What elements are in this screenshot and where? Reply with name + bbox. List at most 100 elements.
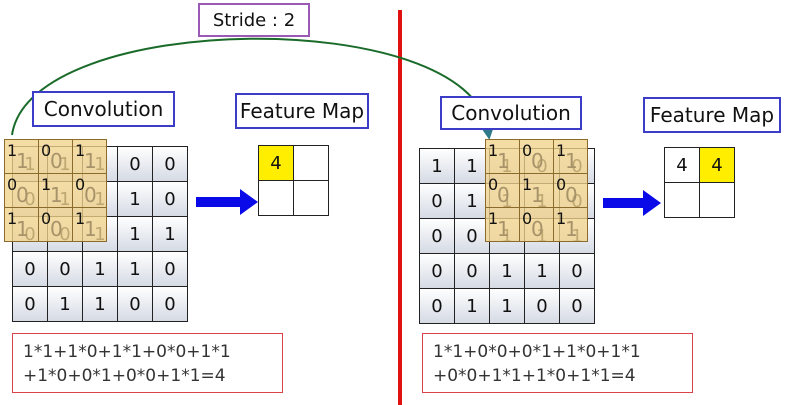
feature-map-cell: [294, 181, 329, 216]
right-equation-box: 1*1+0*0+0*1+1*0+1*1 +0*0+1*1+1*0+1*1=4: [422, 333, 693, 393]
input-cell: 1: [455, 184, 490, 219]
feature-map-cell: 4: [259, 146, 294, 181]
input-cell: 0: [560, 289, 595, 324]
kernel-input-value: 0: [556, 175, 567, 194]
kernel-weight-value: 1: [16, 217, 29, 241]
left-equation-line-1: 1*1+1*0+1*1+0*0+1*1: [23, 342, 231, 362]
kernel-input-value: 1: [556, 141, 567, 160]
input-cell: 0: [118, 147, 153, 182]
input-cell: 1: [48, 287, 83, 322]
stride-label: Stride : 2: [198, 3, 310, 37]
input-cell: 1: [118, 252, 153, 287]
kernel-weight-value: 1: [84, 217, 97, 241]
input-cell: 0: [153, 147, 188, 182]
kernel-weight-value: 0: [50, 149, 63, 173]
feature-map-cell: 4: [700, 148, 735, 183]
feature-map-cell: [665, 183, 700, 218]
kernel-input-value: 0: [7, 175, 18, 194]
input-cell: 0: [455, 219, 490, 254]
kernel-weight-value: 1: [497, 217, 510, 241]
input-cell: 0: [420, 184, 455, 219]
input-cell: 0: [525, 289, 560, 324]
input-cell: 0: [420, 219, 455, 254]
input-cell: 1: [118, 182, 153, 217]
kernel-weight-value: 1: [497, 149, 510, 173]
input-cell: 1: [525, 254, 560, 289]
feature-map-cell: [700, 183, 735, 218]
divider-line: [398, 10, 402, 405]
kernel-weight-value: 0: [565, 183, 578, 207]
kernel-input-value: 1: [75, 141, 86, 160]
kernel-input-value: 1: [488, 141, 499, 160]
kernel-weight-value: 0: [50, 217, 63, 241]
kernel-input-value: 0: [75, 175, 86, 194]
feature-map-cell: [294, 146, 329, 181]
kernel-weight-value: 1: [531, 183, 544, 207]
input-cell: 0: [13, 252, 48, 287]
input-cell: 0: [455, 254, 490, 289]
kernel-weight-value: 0: [531, 149, 544, 173]
feature-map-cell: [259, 181, 294, 216]
input-cell: 1: [83, 252, 118, 287]
left-feature-map-grid: 4: [258, 145, 329, 216]
input-cell: 1: [455, 149, 490, 184]
kernel-weight-value: 1: [565, 149, 578, 173]
kernel-weight-value: 0: [16, 183, 29, 207]
input-cell: 1: [83, 287, 118, 322]
input-cell: 1: [118, 217, 153, 252]
kernel-input-value: 0: [41, 141, 52, 160]
kernel-input-value: 1: [41, 175, 52, 194]
kernel-input-value: 0: [522, 141, 533, 160]
left-feature-map-label: Feature Map: [235, 93, 369, 129]
right-feature-map-label: Feature Map: [643, 97, 781, 133]
input-cell: 0: [560, 254, 595, 289]
input-cell: 0: [153, 252, 188, 287]
input-cell: 0: [420, 254, 455, 289]
input-cell: 1: [153, 217, 188, 252]
kernel-weight-value: 0: [531, 217, 544, 241]
input-cell: 1: [490, 254, 525, 289]
input-cell: 0: [153, 287, 188, 322]
input-cell: 0: [13, 287, 48, 322]
kernel-input-value: 0: [488, 175, 499, 194]
kernel-weight-value: 1: [84, 149, 97, 173]
input-cell: 0: [48, 252, 83, 287]
right-equation-line-2: +0*0+1*1+1*0+1*1=4: [433, 366, 636, 386]
input-cell: 1: [420, 149, 455, 184]
kernel-weight-value: 0: [84, 183, 97, 207]
right-convolution-label: Convolution: [440, 96, 582, 130]
input-cell: 1: [490, 289, 525, 324]
kernel-input-value: 1: [556, 209, 567, 228]
kernel-weight-value: 1: [50, 183, 63, 207]
left-right-arrow-icon: [196, 189, 258, 215]
left-equation-line-2: +1*0+0*1+0*0+1*1=4: [23, 366, 226, 386]
input-cell: 0: [153, 182, 188, 217]
feature-map-cell: 4: [665, 148, 700, 183]
kernel-input-value: 1: [7, 141, 18, 160]
right-equation-line-1: 1*1+0*0+0*1+1*0+1*1: [433, 342, 641, 362]
kernel-weight-value: 1: [565, 217, 578, 241]
kernel-weight-value: 1: [16, 149, 29, 173]
left-equation-box: 1*1+1*0+1*1+0*0+1*1 +1*0+0*1+0*0+1*1=4: [12, 333, 283, 393]
kernel-input-value: 0: [522, 209, 533, 228]
input-cell: 1: [455, 289, 490, 324]
